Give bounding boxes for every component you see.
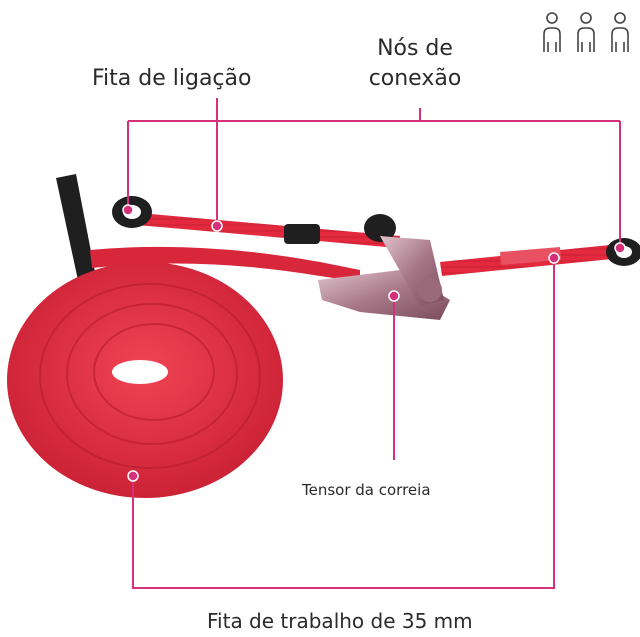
callout-work-strap — [132, 258, 555, 589]
strap-coil — [7, 246, 360, 498]
person-icon — [611, 12, 629, 52]
label-connection-knots-line1: Nós de — [377, 36, 453, 61]
callout-connection-knots — [127, 108, 621, 248]
binding-strap — [112, 196, 400, 248]
person-icon — [577, 12, 595, 52]
work-strap-line — [440, 238, 640, 276]
label-binding-strap: Fita de ligação — [92, 66, 252, 91]
label-work-strap: Fita de trabalho de 35 mm — [207, 609, 473, 633]
callouts — [122, 98, 626, 589]
ratchet — [318, 236, 450, 320]
persons-icon-group — [543, 12, 629, 52]
label-connection-knots: Nós de conexão — [360, 34, 470, 94]
person-icon — [543, 12, 561, 52]
label-connection-knots-line2: conexão — [368, 66, 462, 91]
label-ratchet: Tensor da correia — [302, 481, 431, 499]
